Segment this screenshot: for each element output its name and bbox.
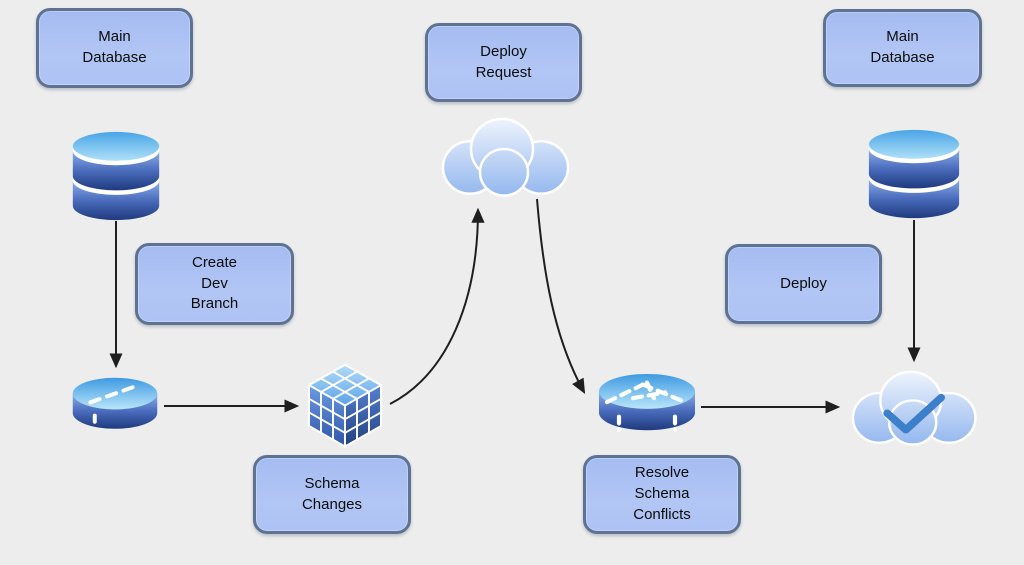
- node-label: Deploy: [780, 274, 827, 292]
- branch-database-icon: [72, 377, 158, 430]
- node-create-dev-branch: Create Dev Branch: [135, 243, 294, 325]
- cloud-check-icon: [851, 370, 977, 446]
- node-label: Create Dev Branch: [190, 253, 239, 313]
- node-label: Deploy Request: [475, 42, 532, 81]
- node-deploy: Deploy: [725, 244, 882, 324]
- node-label: Main Database: [82, 28, 147, 66]
- conflicts-database-icon: [599, 373, 695, 433]
- node-main-database-left: Main Database: [36, 8, 193, 88]
- arrow-cube-to-cloud: [389, 207, 485, 405]
- node-main-database-right: Main Database: [823, 9, 982, 87]
- cloud-icon: [441, 117, 570, 197]
- node-deploy-request: Deploy Request: [425, 23, 582, 102]
- check-icon: [883, 393, 946, 434]
- database-icon: [72, 131, 160, 221]
- database-icon: [868, 129, 960, 219]
- arrow-cloud-to-conflicts: [536, 198, 586, 394]
- node-label: Resolve Schema Conflicts: [633, 464, 691, 523]
- edge-arrows: [109, 198, 921, 414]
- node-label: Schema Changes: [301, 474, 363, 513]
- node-label: Main Database: [870, 28, 935, 66]
- node-resolve-schema-conflicts: Resolve Schema Conflicts: [583, 455, 741, 534]
- node-schema-changes: Schema Changes: [253, 455, 411, 534]
- schema-cube-icon: [307, 363, 383, 449]
